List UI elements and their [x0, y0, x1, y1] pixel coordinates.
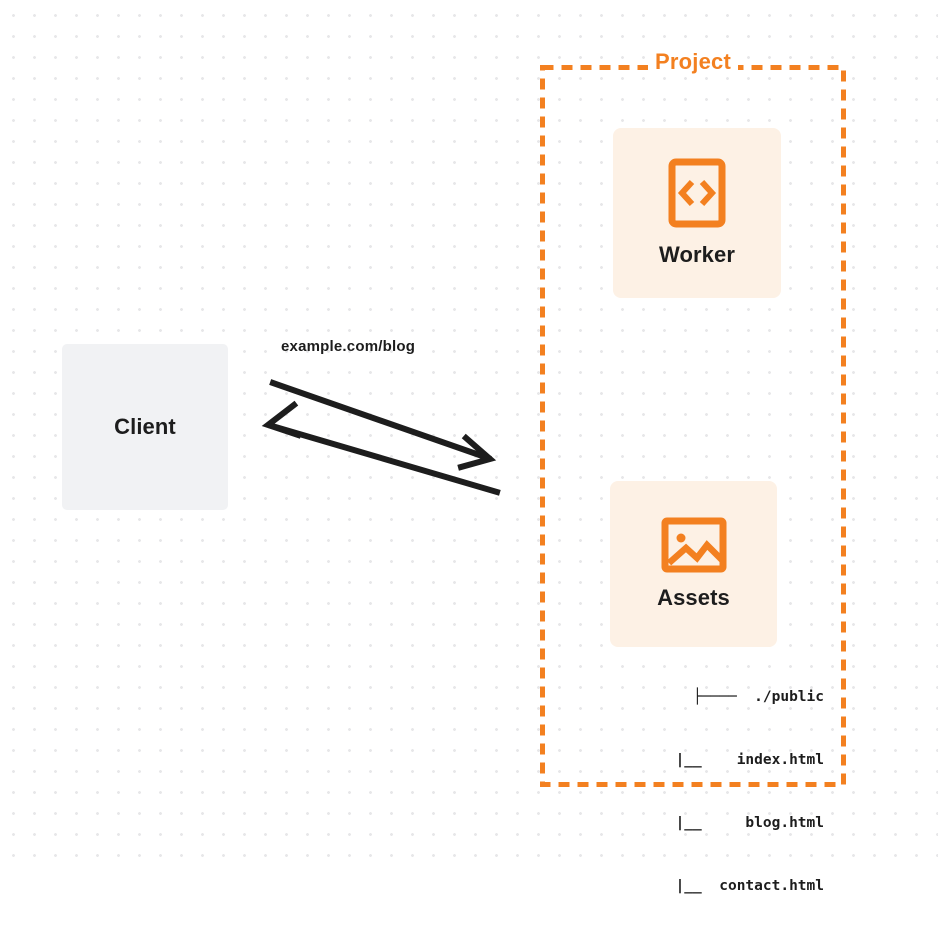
arrow-right-icon: [269, 379, 497, 471]
file-tree-line: |__ contact.html: [649, 878, 824, 894]
file-tree-line: ├──── ./public: [693, 689, 824, 705]
image-picture-icon: [661, 517, 727, 573]
client-node[interactable]: Client: [62, 344, 228, 510]
assets-file-tree: ├──── ./public |__ index.html |__ blog.h…: [580, 645, 824, 939]
file-tree-line: |__ blog.html: [649, 815, 824, 831]
code-brackets-icon: [668, 158, 726, 228]
project-dashed-border: [540, 65, 846, 787]
project-title: Project: [648, 49, 738, 75]
assets-label: Assets: [657, 585, 730, 610]
assets-card[interactable]: Assets: [610, 481, 777, 647]
arrow-left-icon: [261, 400, 501, 496]
request-url-label: example.com/blog: [281, 338, 416, 355]
client-label: Client: [114, 414, 176, 439]
worker-card[interactable]: Worker: [613, 128, 781, 298]
file-tree-line: |__ index.html: [649, 752, 824, 768]
worker-label: Worker: [659, 242, 735, 267]
request-response-arrows: [250, 365, 515, 510]
project-container: Project Worker Assets ├──── ./public |__…: [540, 49, 846, 894]
